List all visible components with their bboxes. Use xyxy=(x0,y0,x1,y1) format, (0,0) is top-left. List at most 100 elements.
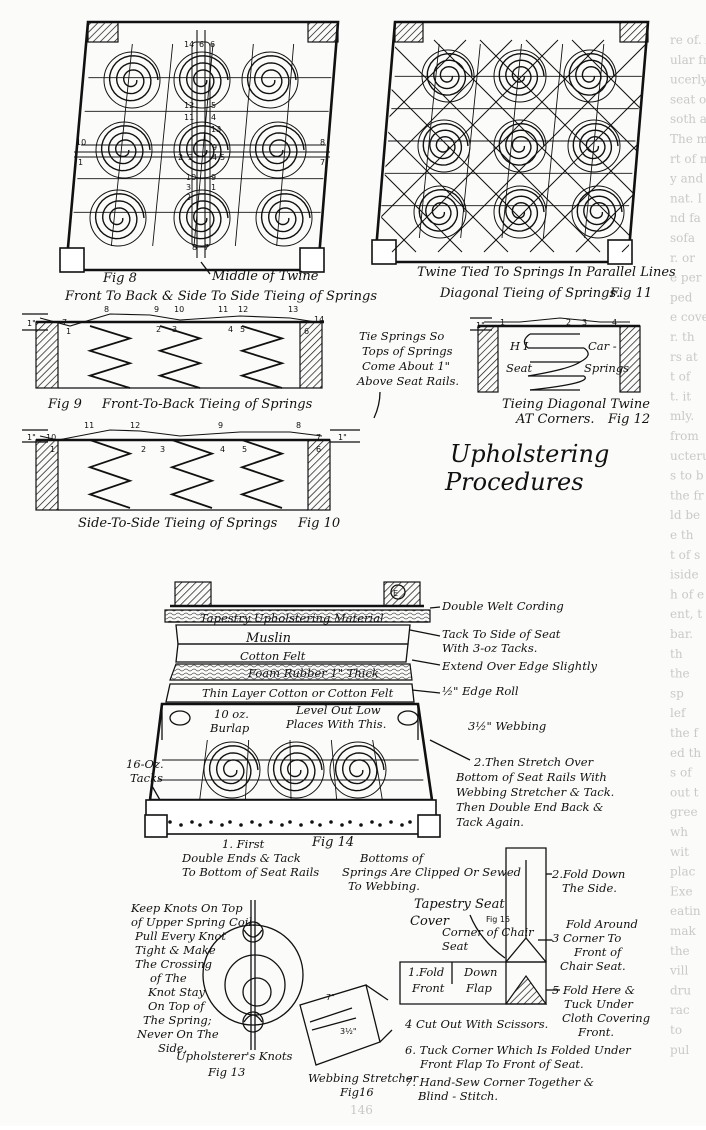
spring-note-line-1: Tie Springs So xyxy=(359,329,444,343)
fig8-num-top-3: 6 xyxy=(210,40,215,49)
spring-coil xyxy=(572,122,619,166)
spring-note-line-2: Tops of Springs xyxy=(362,344,453,358)
spring-zigzag xyxy=(169,439,215,509)
callout-16oz-2: Tacks xyxy=(130,771,163,785)
fig15-fold-front-2: Front xyxy=(411,981,445,995)
fig13-note-7: Knot Stay xyxy=(147,985,206,999)
tack-head xyxy=(389,820,393,824)
tack-head xyxy=(310,820,314,824)
fig13-note-8: On Top of xyxy=(148,999,206,1013)
bleed-through-line: s to b xyxy=(670,469,704,483)
fig8-num-c2: 3 xyxy=(188,153,193,162)
webbing-strip xyxy=(330,739,338,801)
spring-outer-ring xyxy=(413,185,467,239)
fig14-drawing xyxy=(144,581,471,838)
fig15-fold-front-1: 1.Fold xyxy=(408,965,444,979)
fig15-step6-1: 6. Tuck Corner Which Is Folded Under xyxy=(405,1043,632,1057)
spring-outer-ring xyxy=(563,49,617,103)
fig14-level-2: Places With This. xyxy=(285,717,386,731)
spring-coil xyxy=(498,188,545,232)
fig15-step5-3: Cloth Covering xyxy=(562,1011,650,1025)
tack-head xyxy=(318,823,322,827)
gap-marker-fig10-right: 1" xyxy=(338,433,347,442)
webbing-strip xyxy=(244,739,250,801)
fig8-num-c3: 9 xyxy=(212,143,217,152)
spring-outer-ring xyxy=(493,119,547,173)
fig8-label: Fig 8 xyxy=(102,271,137,286)
tack-head xyxy=(378,823,382,827)
bleed-through-line: mak xyxy=(670,924,697,938)
gap-marker-fig12: 1" xyxy=(476,321,485,330)
fig15-drawing xyxy=(399,847,560,1005)
tack-head xyxy=(209,820,213,824)
bleed-through-line: seat of xyxy=(670,92,706,106)
fig13-note-5: The Crossing xyxy=(135,957,212,971)
tack-head xyxy=(348,820,352,824)
spring-outer-ring xyxy=(95,121,153,179)
bleed-through-line: h of e xyxy=(670,587,704,601)
spring-coil xyxy=(178,55,229,102)
spring-coil xyxy=(108,55,159,102)
fig15-step2-1: 2.Fold Down xyxy=(551,867,625,881)
spring-coil xyxy=(568,52,615,96)
fig10-caption: Side-To-Side Tieing of Springs xyxy=(78,516,278,531)
callout-edge-roll: ½" Edge Roll xyxy=(442,684,519,698)
fig16-drawing xyxy=(299,984,393,1066)
fig8-num-low-7: 7 xyxy=(204,243,209,252)
tack-head xyxy=(190,820,194,824)
fig12-inner-right-1: Car - xyxy=(588,339,617,353)
fig8-num-c1: 2 xyxy=(178,153,183,162)
bleed-through-line: the fr xyxy=(670,488,704,502)
fig16-label-2: Fig16 xyxy=(339,1085,374,1099)
spring-outer-ring xyxy=(567,119,621,173)
tack-head xyxy=(239,823,243,827)
tack-head xyxy=(250,820,254,824)
diagonal-twine xyxy=(483,39,646,253)
fig15-step3-1: Fold Around xyxy=(565,917,638,931)
fig9-num-11: 11 xyxy=(218,305,228,314)
callout-extend: Extend Over Edge Slightly xyxy=(441,659,597,673)
spring-zigzag xyxy=(87,439,133,509)
gap-marker-fig10-left: 1" xyxy=(27,433,36,442)
tack-head xyxy=(228,820,232,824)
fig14-layer-cotton-felt: Cotton Felt xyxy=(240,649,306,663)
bleed-through-line: e th xyxy=(670,528,694,542)
bleed-through-line: nd fa xyxy=(670,211,701,225)
title-line-2: Procedures xyxy=(444,468,584,496)
fig8-num-left-2: 1 xyxy=(78,158,83,167)
fig8-num-top-1: 14 xyxy=(184,40,194,49)
callout-bottoms-1: Bottoms of xyxy=(359,851,425,865)
fig15-step7-1: 7. Hand-Sew Corner Together & xyxy=(405,1075,594,1089)
diagonal-twine xyxy=(437,39,646,253)
spring-zigzag xyxy=(239,439,285,509)
spring-note-line-4: Above Seat Rails. xyxy=(356,374,459,388)
bleed-through-line: s of xyxy=(670,766,693,780)
bleed-through-line: gree xyxy=(670,805,698,819)
bleed-through-line: The ma xyxy=(670,132,706,146)
spring-outer-ring xyxy=(173,189,231,247)
fig9-num-13: 13 xyxy=(288,305,298,314)
fig10-num-9: 9 xyxy=(218,421,223,430)
spring-coil xyxy=(498,122,545,166)
bleed-through-line: eatin xyxy=(670,904,701,918)
fig10-num-5: 5 xyxy=(242,445,247,454)
fig10-num-10: 10 xyxy=(46,433,56,442)
fig13-note-11: Side. xyxy=(158,1041,187,1055)
tack-head xyxy=(370,820,374,824)
bleed-through-line: plac xyxy=(670,865,696,879)
fig14-layer-muslin: Muslin xyxy=(245,631,291,646)
bleed-through-line: from xyxy=(670,429,699,443)
bleed-through-line: to xyxy=(670,1023,682,1037)
fig11-drawing xyxy=(371,20,650,265)
spring-outer-ring xyxy=(249,121,307,179)
fig12-inner-left-2: Seat xyxy=(506,361,533,375)
fig13-note-9: The Spring; xyxy=(143,1013,212,1027)
fig8-num-mid-5: 13 xyxy=(211,125,221,134)
fig14-layer-foam: Foam Rubber 1" Thick xyxy=(247,666,379,680)
spring-coil xyxy=(94,193,145,240)
callout-16oz-1: 16-Oz. xyxy=(126,757,164,771)
callout-stretch-3: Webbing Stretcher & Tack. xyxy=(456,785,614,799)
diagonal-twine xyxy=(571,39,646,253)
callout-webbing: 3½" Webbing xyxy=(468,719,546,733)
